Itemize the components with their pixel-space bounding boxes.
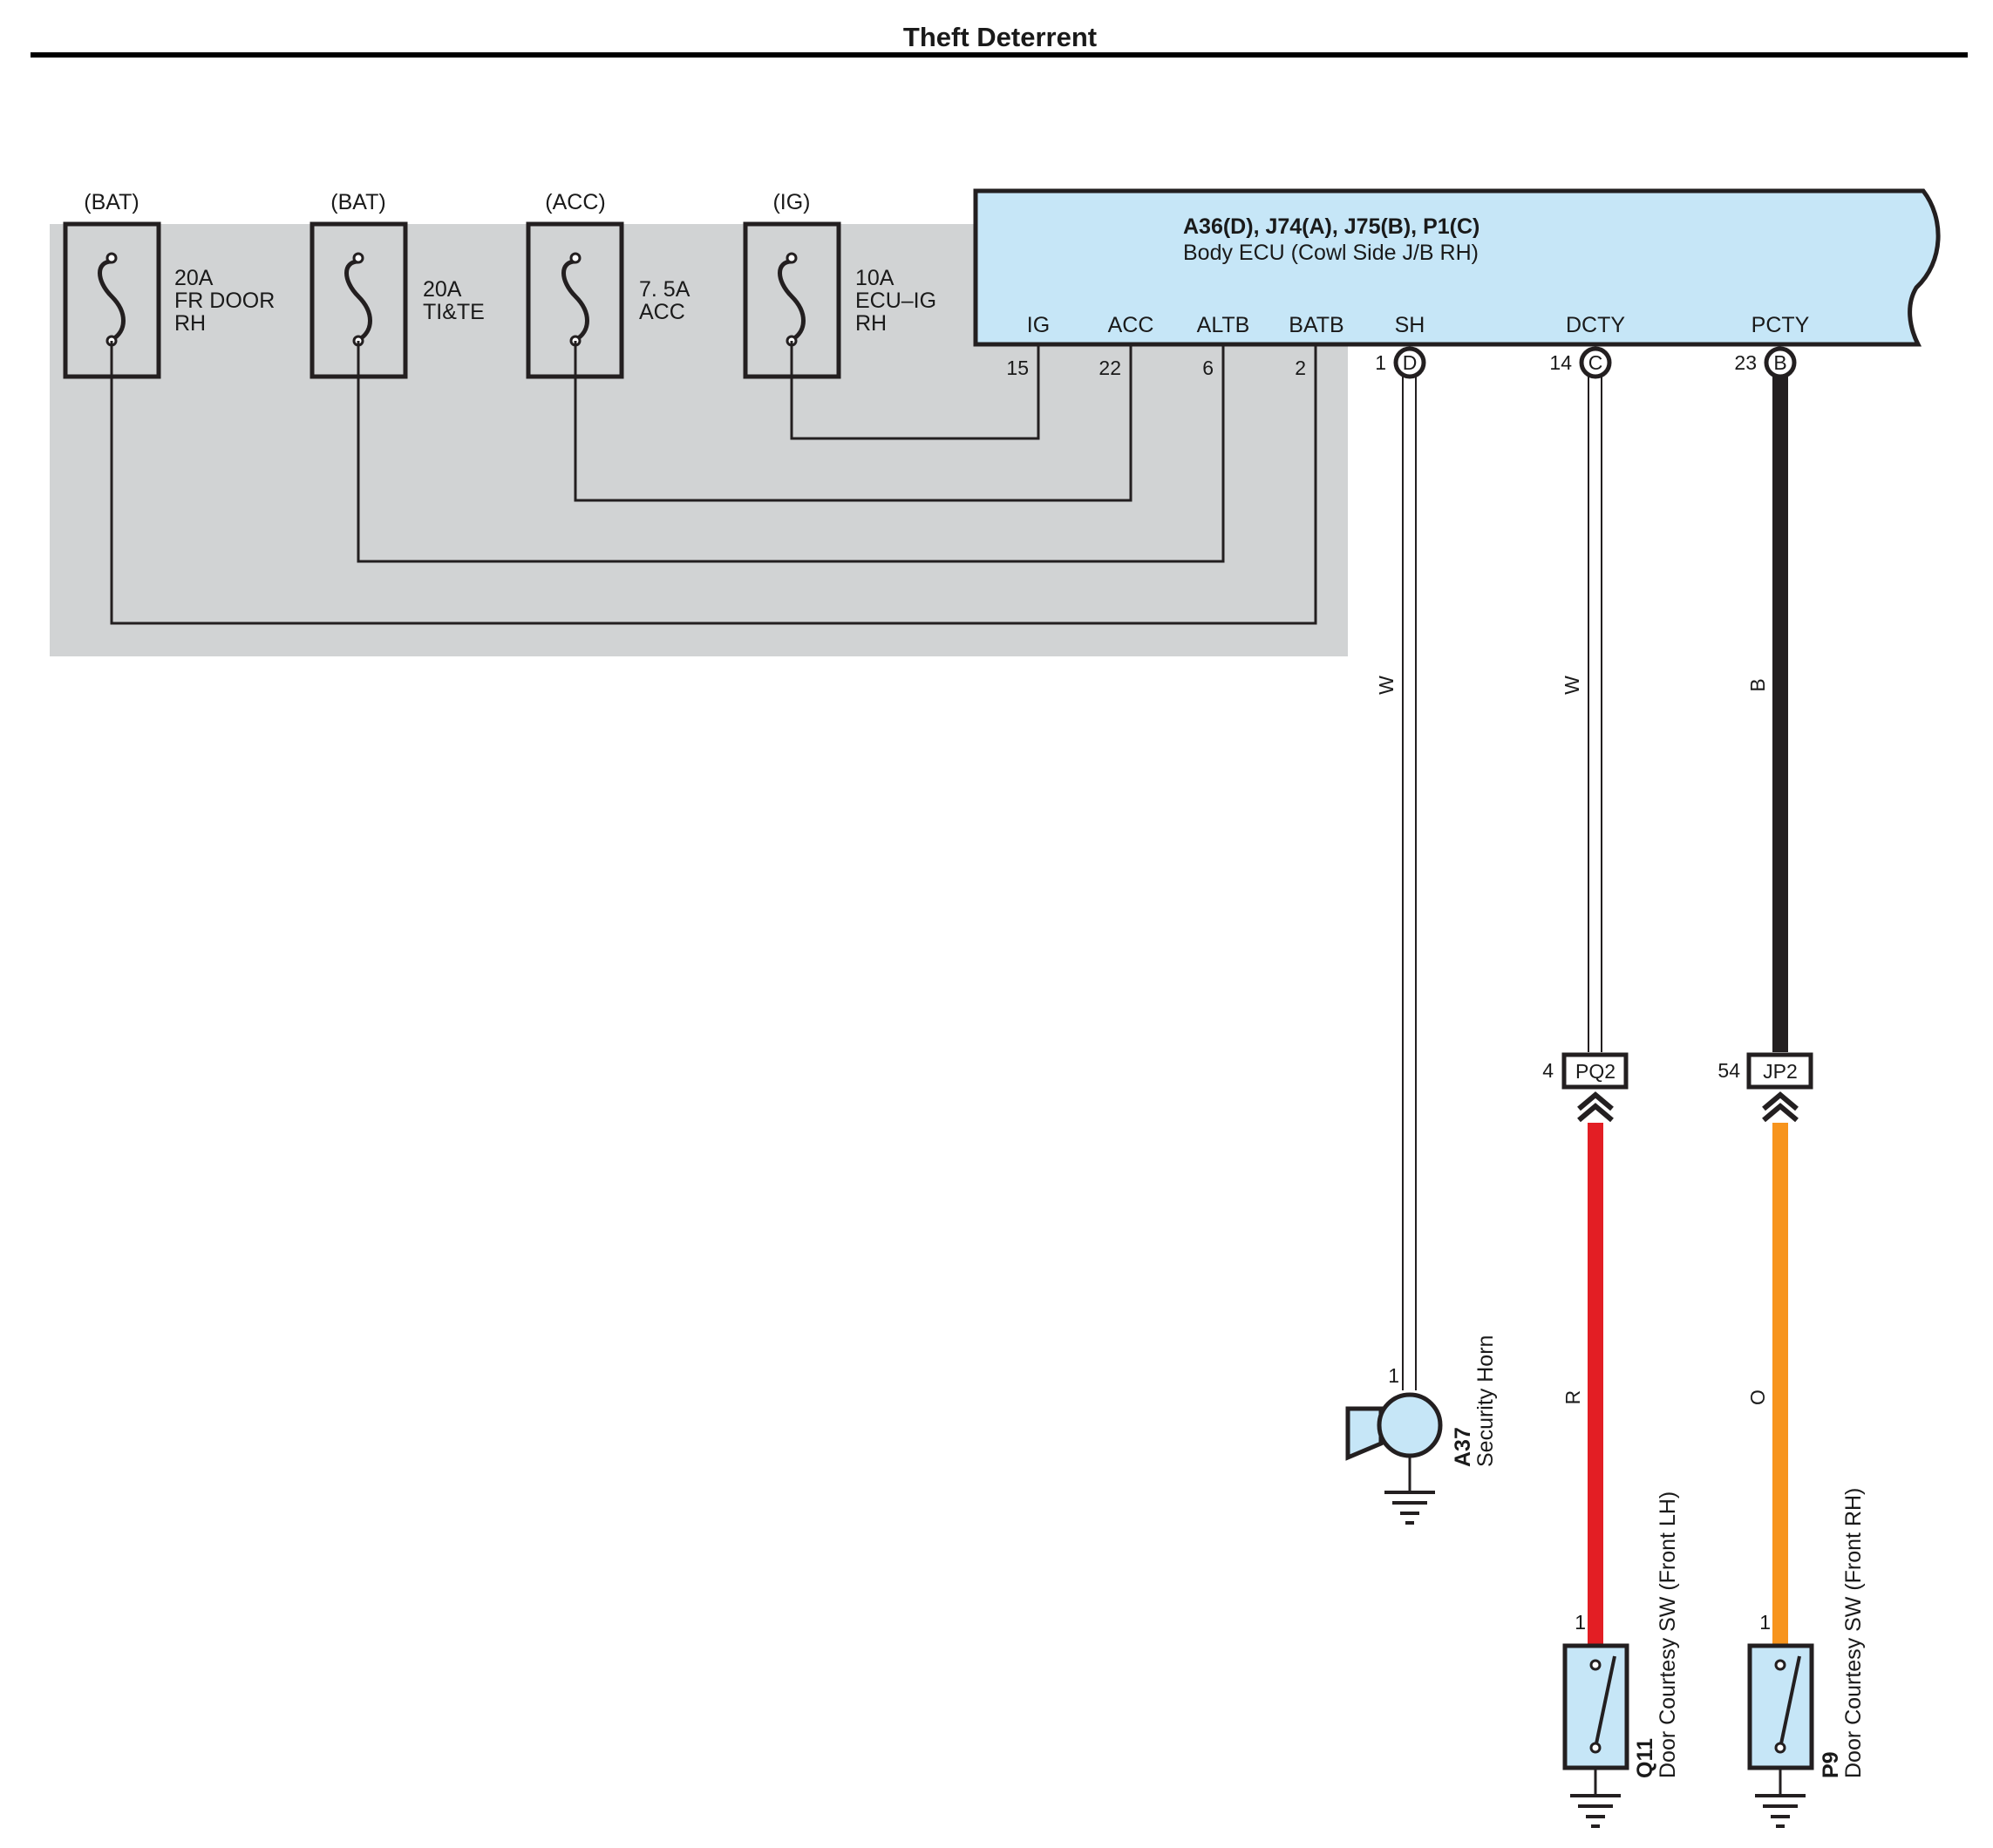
chevron-up-icon xyxy=(1762,1091,1799,1123)
switch-name: Door Courtesy SW (Front LH) xyxy=(1656,1491,1680,1778)
wire-altb xyxy=(357,341,1225,563)
ground-icon xyxy=(1755,1794,1806,1828)
pin-number-pcty: 23 xyxy=(1734,351,1757,374)
pin-number-altb: 6 xyxy=(1202,357,1214,379)
terminal-label-sh: SH xyxy=(1395,313,1425,337)
fuse-element-icon xyxy=(561,259,589,343)
junction-block-wiring xyxy=(110,341,1317,625)
fuse-name-line2: RH xyxy=(855,311,887,336)
wire-color-dcty-lower: R xyxy=(1561,1390,1584,1405)
chevron-up-icon xyxy=(1577,1091,1614,1123)
terminal-label-ig: IG xyxy=(1027,313,1050,337)
pin-number-ig: 15 xyxy=(1006,357,1029,379)
body-ecu: A36(D), J74(A), J75(B), P1(C) Body ECU (… xyxy=(973,188,1941,347)
wire-sh-white xyxy=(1402,377,1417,1390)
ecu-connectors: A36(D), J74(A), J75(B), P1(C) xyxy=(1183,214,1479,239)
horn-pin: 1 xyxy=(1388,1364,1399,1387)
fuse-element-icon xyxy=(344,259,372,343)
junction-connector-jp2: 54 JP2 xyxy=(1718,1052,1813,1123)
ecu-box xyxy=(973,188,1941,347)
switch-code: P9 xyxy=(1819,1751,1843,1778)
connector-d: D xyxy=(1393,346,1426,379)
wire-batb xyxy=(110,341,1317,625)
terminal-label-altb: ALTB xyxy=(1197,313,1250,337)
fuse-name-line1: ACC xyxy=(639,300,685,324)
fuse-name-line1: TI&TE xyxy=(423,300,485,324)
fuse-name-line2: RH xyxy=(174,311,206,336)
fuse-rating: 20A xyxy=(174,266,214,290)
switch-pin: 1 xyxy=(1759,1611,1771,1634)
fuse-fr-door-rh: (BAT) 20A FR DOOR RH xyxy=(63,190,275,379)
terminal-label-dcty: DCTY xyxy=(1566,313,1625,337)
fuse-name-line1: FR DOOR xyxy=(174,289,275,313)
switch-pin: 1 xyxy=(1575,1611,1586,1634)
ground-icon xyxy=(1384,1491,1435,1525)
pin-number-acc: 22 xyxy=(1099,357,1121,379)
switch-code: Q11 xyxy=(1633,1738,1657,1778)
junction-name: PQ2 xyxy=(1575,1060,1615,1083)
page-title: Theft Deterrent xyxy=(903,22,1097,52)
fuse-name-line1: ECU–IG xyxy=(855,289,936,313)
fuse-element-icon xyxy=(98,259,126,343)
horn-icon xyxy=(1345,1406,1384,1461)
connector-c: C xyxy=(1579,346,1612,379)
door-courtesy-switch-rh: 1 P9 Door Courtesy SW (Front RH) xyxy=(1747,1488,1866,1828)
fuse-element-icon xyxy=(778,259,806,343)
terminal-label-pcty: PCTY xyxy=(1752,313,1810,337)
connector-letter: B xyxy=(1773,351,1786,374)
fuse-rating: 20A xyxy=(423,277,462,302)
fuse-rating: 7. 5A xyxy=(639,277,690,302)
switch-contact-icon xyxy=(1779,1655,1801,1749)
ground-icon xyxy=(1570,1794,1621,1828)
wire-color-sh: W xyxy=(1375,676,1398,695)
fuse-source-label: (BAT) xyxy=(330,190,385,214)
wire-acc xyxy=(574,341,1133,502)
security-horn: 1 A37 Security Horn xyxy=(1345,1335,1498,1525)
pin-number-sh: 1 xyxy=(1375,351,1386,374)
door-courtesy-switch-lh: 1 Q11 Door Courtesy SW (Front LH) xyxy=(1562,1491,1680,1828)
connector-letter: D xyxy=(1403,351,1418,374)
switch-contact-icon xyxy=(1594,1655,1616,1749)
wire-color-pcty-lower: O xyxy=(1746,1389,1769,1405)
wire-color-dcty-upper: W xyxy=(1561,676,1583,695)
connector-b: B xyxy=(1764,346,1797,379)
connector-letter: C xyxy=(1588,351,1603,374)
junction-connector-pq2: 4 PQ2 xyxy=(1542,1052,1629,1123)
wire-color-pcty-upper: B xyxy=(1746,678,1769,691)
title-rule xyxy=(31,52,1968,58)
horn-code: A37 xyxy=(1451,1427,1475,1467)
ecu-name: Body ECU (Cowl Side J/B RH) xyxy=(1183,241,1479,265)
fuse-source-label: (BAT) xyxy=(84,190,139,214)
wire-ig xyxy=(790,341,1040,440)
terminal-label-batb: BATB xyxy=(1289,313,1343,337)
fuse-source-label: (IG) xyxy=(772,190,810,214)
switch-name: Door Courtesy SW (Front RH) xyxy=(1841,1488,1866,1778)
junction-name: JP2 xyxy=(1763,1060,1798,1083)
pin-number-batb: 2 xyxy=(1295,357,1306,379)
wire-dcty-white xyxy=(1588,377,1602,1052)
pin-number-dcty: 14 xyxy=(1549,351,1572,374)
horn-name: Security Horn xyxy=(1473,1335,1498,1467)
junction-pin: 54 xyxy=(1718,1059,1740,1082)
fuse-ti-te: (BAT) 20A TI&TE xyxy=(309,190,485,379)
junction-pin: 4 xyxy=(1542,1059,1554,1082)
fuse-ecu-ig-rh: (IG) 10A ECU–IG RH xyxy=(743,190,936,379)
fuse-source-label: (ACC) xyxy=(545,190,605,214)
fuse-rating: 10A xyxy=(855,266,894,290)
terminal-label-acc: ACC xyxy=(1108,313,1154,337)
